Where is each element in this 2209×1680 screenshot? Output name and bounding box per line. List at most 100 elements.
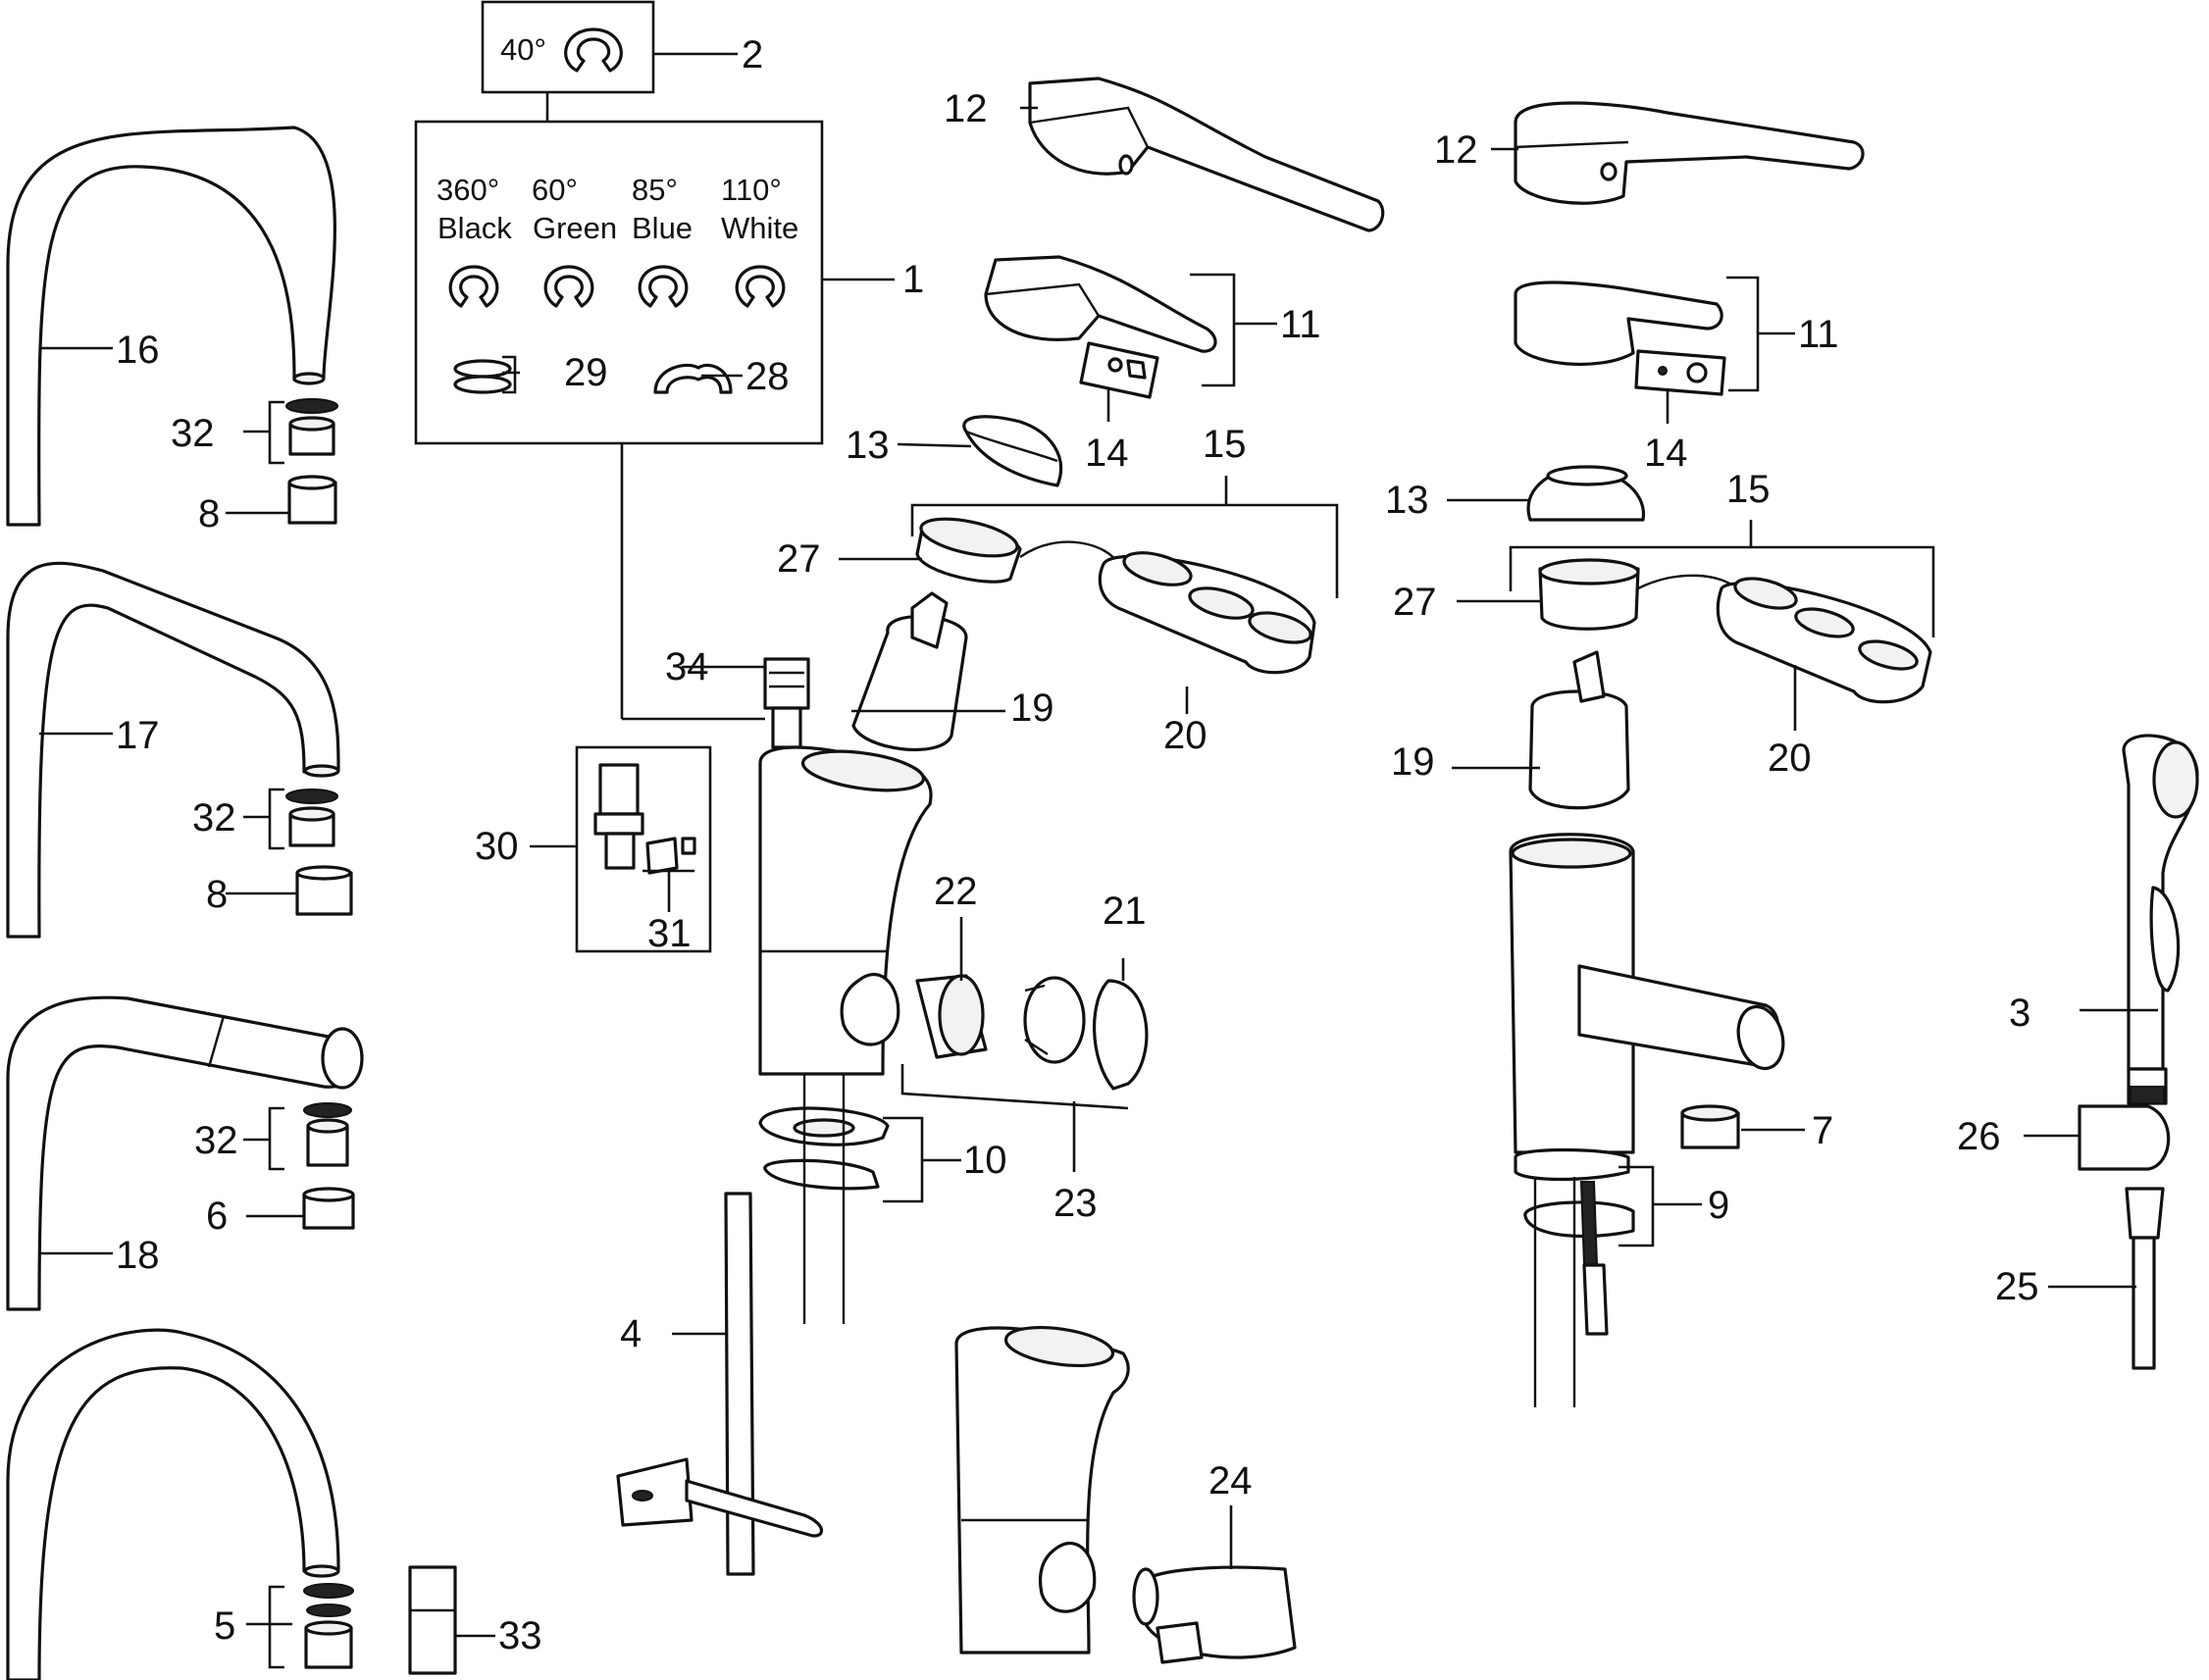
callout-17: 17 <box>116 714 160 757</box>
aerator-set-5 <box>303 1583 354 1669</box>
callout-33: 33 <box>498 1614 542 1657</box>
nut-27-b <box>1538 558 1640 631</box>
base-plate-20-a <box>1098 551 1316 675</box>
aerator-set-32-b <box>285 789 338 847</box>
callout-27-a: 27 <box>777 537 821 581</box>
bracket-4 <box>616 1192 824 1576</box>
callout-31: 31 <box>647 912 692 955</box>
limit-stop-ring-2 <box>543 265 594 308</box>
callout-4: 4 <box>620 1312 642 1355</box>
callout-32-c: 32 <box>194 1119 238 1162</box>
leader-lines <box>39 52 2158 1669</box>
limit-stop-box-1 <box>414 120 824 445</box>
callout-30: 30 <box>475 825 519 868</box>
cartridge-24 <box>1132 1565 1297 1664</box>
handle-11-b <box>1514 280 1726 396</box>
callout-21: 21 <box>1103 890 1147 933</box>
cartridge-19-a <box>851 591 968 752</box>
callout-15-a: 15 <box>1203 423 1247 466</box>
limit-stop-color-1: Black <box>437 211 512 245</box>
aerator-set-32-a <box>285 398 338 456</box>
callout-9: 9 <box>1708 1184 1729 1227</box>
spout-17 <box>6 561 340 939</box>
callout-11-b: 11 <box>1798 313 1839 356</box>
base-plate-20-b <box>1716 577 1932 704</box>
callout-16: 16 <box>116 329 160 372</box>
limit-stop-box-2 <box>481 0 655 94</box>
callout-20-b: 20 <box>1768 737 1812 780</box>
callout-19-b: 19 <box>1391 740 1435 784</box>
aerator-set-32-c <box>303 1102 352 1167</box>
spout-bottom <box>6 1328 340 1680</box>
callout-6: 6 <box>206 1195 228 1238</box>
callout-22: 22 <box>934 870 978 913</box>
spout-16 <box>6 126 336 527</box>
stop-valve-22 <box>915 974 988 1059</box>
spout-18 <box>6 995 364 1311</box>
holder-26 <box>2078 1104 2171 1171</box>
part-33 <box>408 1565 457 1675</box>
callout-14-b: 14 <box>1644 432 1688 475</box>
callout-20-a: 20 <box>1163 714 1207 757</box>
callout-26: 26 <box>1957 1115 2001 1158</box>
callout-18: 18 <box>116 1234 160 1277</box>
callout-24: 24 <box>1208 1459 1253 1502</box>
mixer-body <box>758 745 933 1076</box>
stop-insert <box>1023 976 1086 1064</box>
limit-stop-angle-1: 360° <box>437 173 499 207</box>
callout-13-b: 13 <box>1385 479 1429 522</box>
aerator-6 <box>302 1187 355 1230</box>
nut-27-a <box>915 517 1022 584</box>
handle-12-a <box>1028 76 1385 232</box>
callout-14-a: 14 <box>1085 432 1129 475</box>
cap-13-b <box>1526 465 1645 522</box>
mounting-set-10 <box>758 1074 890 1324</box>
basin-mixer-body <box>1509 833 1785 1154</box>
hand-shower-3 <box>2122 734 2199 1105</box>
callout-5: 5 <box>214 1604 235 1648</box>
callout-labels: 2 1 3 4 5 6 7 8 8 9 10 11 11 12 12 13 13… <box>116 33 2039 1657</box>
callout-7: 7 <box>1812 1109 1833 1152</box>
limit-stop-color-3: Blue <box>632 211 693 245</box>
valve-34 <box>763 657 810 749</box>
callout-27-b: 27 <box>1393 581 1437 624</box>
limit-stop-color-4: White <box>721 211 798 245</box>
callout-8-b: 8 <box>206 873 228 916</box>
callout-11-a: 11 <box>1280 303 1321 346</box>
callout-10: 10 <box>963 1139 1007 1182</box>
cartridge-19-b <box>1528 650 1630 810</box>
limit-stop-angle-4: 110° <box>721 173 782 207</box>
aerator-8-b <box>295 865 353 916</box>
aerator-8-a <box>287 475 337 525</box>
cap-21 <box>1093 979 1149 1091</box>
limit-stop-ring-1 <box>448 265 499 308</box>
mixer-body-lower <box>954 1326 1130 1655</box>
limit-stop-ring-4 <box>735 265 786 308</box>
shower-hose-25 <box>2125 1187 2165 1370</box>
callout-13-a: 13 <box>846 424 890 467</box>
valve-30-set <box>575 745 712 953</box>
callout-3: 3 <box>2009 992 2030 1035</box>
limit-stop-angle-3: 85° <box>632 173 678 207</box>
callout-15-b: 15 <box>1726 468 1771 511</box>
cap-13-a <box>962 415 1063 487</box>
callout-12-b: 12 <box>1434 128 1478 172</box>
callout-28: 28 <box>745 355 790 398</box>
callout-23: 23 <box>1053 1182 1098 1225</box>
limit-stop-angle-single: 40° <box>500 32 546 67</box>
callout-32-a: 32 <box>171 412 215 455</box>
limit-stop-ring-3 <box>638 265 689 308</box>
callout-29: 29 <box>564 351 608 394</box>
callout-1: 1 <box>902 258 924 301</box>
callout-25: 25 <box>1995 1265 2039 1308</box>
callout-12-a: 12 <box>944 87 988 130</box>
callout-8-a: 8 <box>198 492 220 535</box>
callout-34: 34 <box>665 645 709 688</box>
callout-2: 2 <box>742 33 763 76</box>
limit-stop-angle-2: 60° <box>532 173 578 207</box>
aerator-7 <box>1680 1104 1740 1149</box>
limit-stop-texts: 40° 360° Black 60° Green 85° Blue 110° W… <box>437 32 798 245</box>
callout-32-b: 32 <box>192 796 236 840</box>
handle-11-a <box>984 255 1217 399</box>
